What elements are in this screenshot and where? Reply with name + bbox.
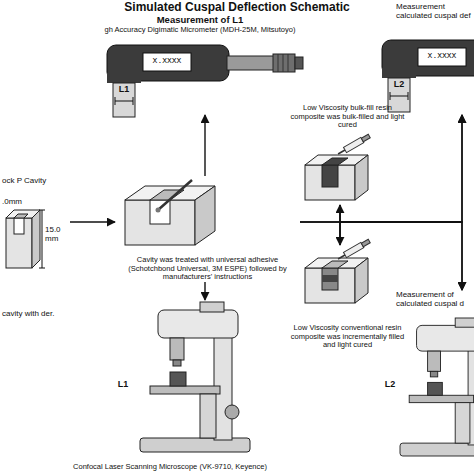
step-text: Measurement calculated cuspal def: [396, 2, 474, 20]
bulk-fill-block-part-part: [344, 137, 364, 152]
dimension-label: L2: [380, 380, 400, 390]
adhesive-block-part: [156, 208, 161, 213]
flow-arrow: [204, 115, 205, 176]
conventional-block: [305, 238, 371, 303]
bulk-fill-block-part: [322, 158, 348, 165]
micrometer-illustration: [107, 45, 303, 117]
step-node: Low Viscosity bulk-fill resin composite …: [285, 104, 410, 205]
step-node: Measurement calculated cuspal def: [380, 2, 474, 115]
bulk-fill-block-part: [305, 165, 355, 200]
microscope-illustration: [400, 318, 474, 456]
flow-arrow: [340, 115, 462, 245]
cavity-block-part: [6, 218, 32, 268]
adhesive-block-part: [195, 186, 215, 245]
cavity-block-part: [14, 218, 24, 234]
flow-arrow: [340, 205, 462, 290]
step-text: Confocal Laser Scanning Microscope (VK-9…: [40, 463, 300, 472]
flow-arrow: [340, 115, 462, 222]
step-node: Cavity was treated with universal adhesi…: [115, 176, 300, 282]
bulk-fill-block-part-part: [361, 134, 370, 141]
step-text: gh Accuracy Digimatic Micrometer (MDH-25…: [95, 26, 305, 35]
dimension-label: 15.0 mm: [45, 226, 69, 244]
bulk-fill-block-part: [355, 155, 368, 200]
conventional-block-part: [322, 275, 338, 282]
display-reading: X.XXXX: [143, 57, 191, 66]
flow-arrow: [340, 222, 462, 290]
step-node: Measurement of L1gh Accuracy Digimatic M…: [95, 15, 305, 115]
step-text: Measurement of L1: [95, 15, 305, 26]
bulk-fill-block: [305, 133, 371, 200]
step-text: ock P Cavity: [2, 176, 70, 185]
conventional-block-part: [322, 261, 348, 268]
step-text: Measurement of calculated cuspal d: [396, 290, 474, 308]
step-node: Confocal Laser Scanning Microscope (VK-9…: [40, 300, 300, 472]
conventional-block-part-part: [344, 242, 364, 257]
dimension-label: L1: [112, 380, 134, 390]
cavity-block-part: [39, 210, 45, 211]
bulk-fill-block-part: [337, 133, 371, 156]
flow-arrow: [70, 221, 115, 222]
conventional-block-part-part: [361, 239, 370, 246]
conventional-block-part: [322, 268, 338, 290]
flow-arrow: [300, 222, 340, 245]
dimension-label: L2: [388, 80, 410, 90]
dimension-label: .0mm: [2, 198, 42, 207]
bulk-fill-block-part: [322, 165, 338, 187]
conventional-block-part: [355, 258, 368, 303]
conventional-block-part: [305, 268, 355, 303]
dimension-label: L1: [113, 85, 135, 95]
cavity-block-part: [39, 268, 45, 269]
conventional-block-part-part: [338, 255, 345, 259]
flow-arrow: [300, 205, 340, 222]
adhesive-block-part: [158, 180, 192, 210]
flow-arrow: [204, 282, 205, 300]
step-text: Low Viscosity conventional resin composi…: [285, 324, 410, 350]
step-text: cavity with der.: [2, 309, 70, 318]
microscope-illustration: [140, 302, 250, 452]
adhesive-block: [125, 180, 215, 245]
cavity-block-part: [32, 210, 40, 268]
conventional-block-part: [337, 238, 371, 261]
step-text: Low Viscosity bulk-fill resin composite …: [285, 104, 410, 130]
display-reading: X.XXXX: [418, 52, 466, 61]
micrometer-illustration: [382, 40, 474, 112]
cavity-block-part: [14, 214, 28, 218]
cavity-block-part: [42, 210, 43, 268]
cavity-block: [6, 210, 45, 268]
step-node: Low Viscosity conventional resin composi…: [285, 245, 410, 350]
bulk-fill-block-part-part: [338, 150, 345, 154]
step-text: Cavity was treated with universal adhesi…: [115, 256, 300, 282]
diagram-title: Simulated Cuspal Deflection Schematic: [90, 0, 384, 14]
